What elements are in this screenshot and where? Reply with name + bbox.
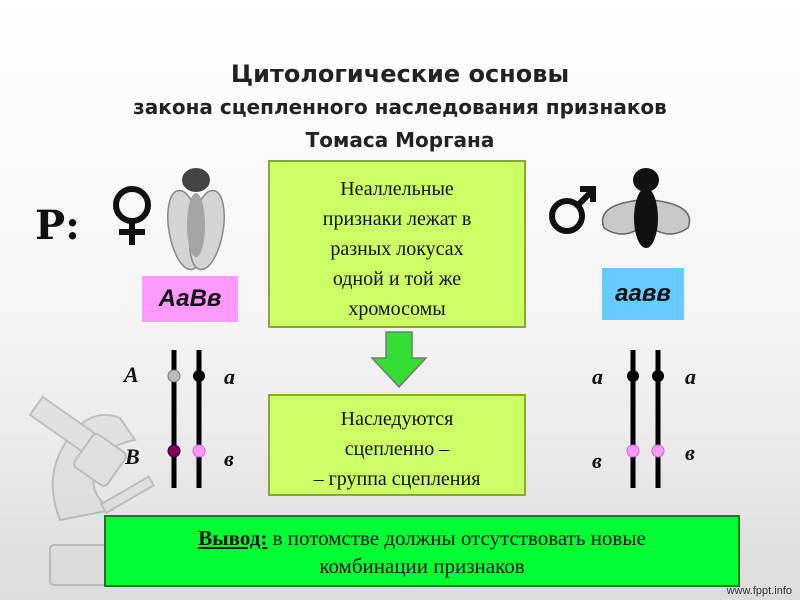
statement-line: разных локусах	[330, 238, 464, 260]
locus-a	[193, 370, 205, 382]
title-line-2: закона сцепленного наследования признако…	[133, 95, 667, 119]
locus-B	[167, 444, 181, 458]
locus-A	[167, 369, 181, 383]
locus-b	[192, 444, 206, 458]
female-allele-a: а	[224, 364, 235, 389]
male-allele-b-right: в	[685, 440, 695, 465]
locus-a-right	[652, 370, 664, 382]
male-genotype: аавв	[602, 268, 684, 320]
conclusion-lead: Вывод:	[198, 526, 268, 550]
statement-line: признаки лежат в	[322, 208, 472, 230]
result-box: Наследуются сцепленно – – группа сцеплен…	[268, 394, 526, 496]
locus-b-right	[651, 444, 665, 458]
male-fly-icon	[601, 168, 691, 248]
statement-line: одной и той же	[332, 268, 462, 290]
male-allele-a-right: а	[685, 364, 696, 389]
watermark: www.fppt.info	[726, 585, 792, 597]
female-fly-icon	[167, 168, 225, 271]
result-line: Наследуются	[340, 408, 454, 430]
result-line: сцепленно –	[344, 438, 450, 460]
female-symbol-icon	[113, 186, 151, 245]
statement-box: Неаллельные признаки лежат в разных локу…	[268, 160, 526, 328]
male-chromosome-pair	[626, 350, 665, 488]
male-allele-b-left: в	[592, 448, 602, 473]
down-arrow-icon	[370, 331, 428, 389]
female-chromosome-pair	[167, 350, 206, 488]
female-allele-A: А	[124, 362, 139, 387]
conclusion-line-1: Вывод: в потомстве должны отсутствовать …	[106, 524, 738, 552]
conclusion-line-2: комбинации признаков	[319, 554, 525, 578]
locus-b-left	[626, 444, 640, 458]
male-symbol-icon	[549, 186, 596, 234]
female-genotype: АаВв	[142, 276, 238, 322]
male-allele-a-left: а	[592, 364, 603, 389]
female-allele-B: В	[125, 444, 140, 469]
microscope-icon	[28, 395, 156, 586]
conclusion-text-1: в потомстве должны отсутствовать новые	[267, 526, 646, 550]
statement-line: Неаллельные	[340, 178, 454, 200]
slide-title: Цитологические основы закона сцепленного…	[0, 58, 800, 157]
title-line-1: Цитологические основы	[230, 60, 570, 88]
female-allele-b: в	[224, 446, 234, 471]
locus-a-left	[627, 370, 639, 382]
result-line: – группа сцепления	[313, 468, 481, 490]
statement-line: хромосомы	[348, 298, 446, 320]
conclusion-box: Вывод: в потомстве должны отсутствовать …	[104, 515, 740, 587]
title-line-3: Томаса Моргана	[305, 128, 495, 152]
parents-label: Р:	[35, 202, 80, 249]
